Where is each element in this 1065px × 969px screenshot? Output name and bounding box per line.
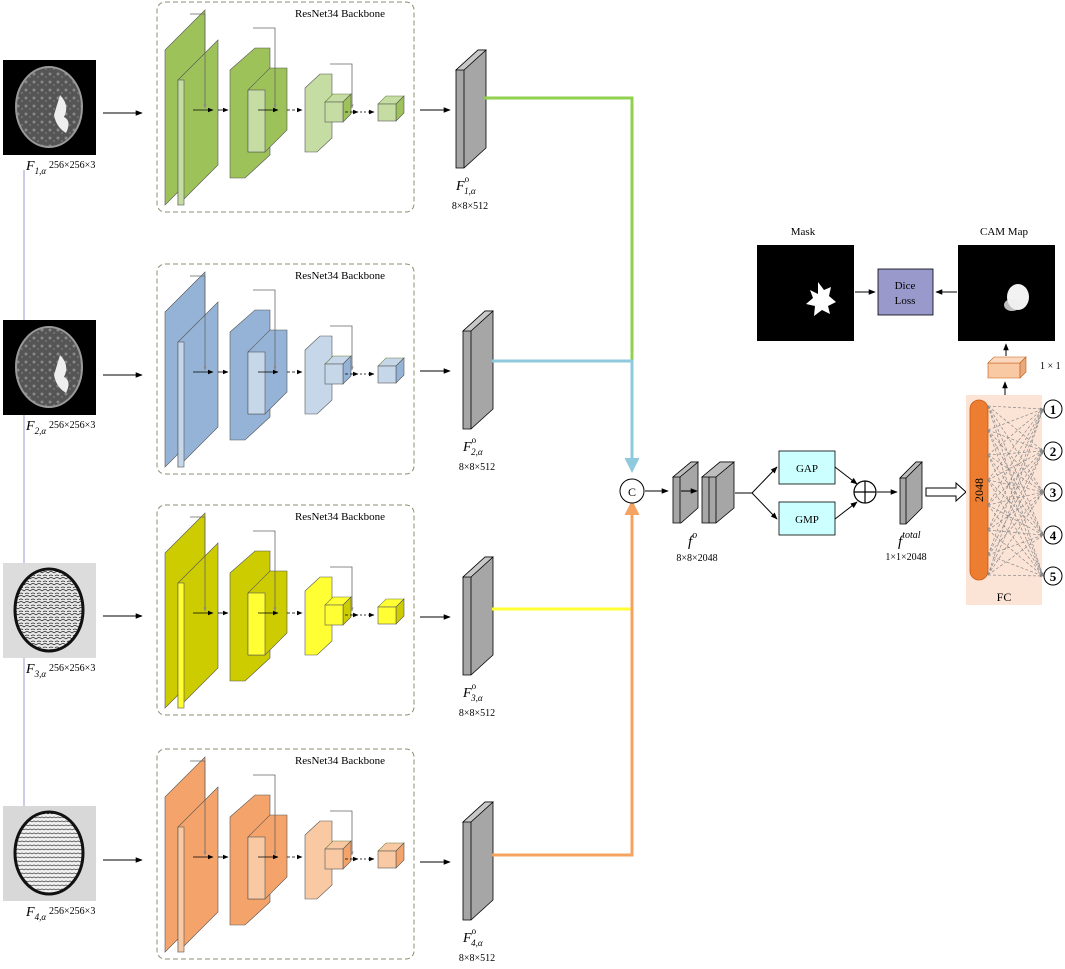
fc-output-label-2: 2 bbox=[1050, 444, 1057, 459]
fc-output-node-5 bbox=[1043, 566, 1063, 586]
total-feature-map bbox=[899, 461, 923, 525]
concat-label: C bbox=[628, 485, 636, 499]
fc-output-label-4: 4 bbox=[1050, 528, 1057, 543]
cam-cube bbox=[987, 356, 1027, 379]
fc-output-label-3: 3 bbox=[1050, 485, 1057, 500]
dice-label-1: Dice bbox=[895, 280, 916, 292]
gmp-label: GMP bbox=[795, 514, 819, 526]
feature-dims-1: 8×8×512 bbox=[452, 201, 488, 212]
branch-2-line bbox=[492, 359, 640, 473]
total-symbol: ftotal bbox=[898, 530, 921, 550]
fc-input-arrow bbox=[925, 481, 967, 503]
fc-neuron-bar bbox=[969, 399, 989, 581]
fc-output-node-4 bbox=[1043, 525, 1063, 545]
fc-neurons-label: 2048 bbox=[972, 478, 986, 502]
cam-size-label: 1 × 1 bbox=[1040, 361, 1061, 372]
concat-node bbox=[619, 478, 645, 504]
fc-connections bbox=[987, 405, 1044, 578]
feature-dims-4: 8×8×512 bbox=[459, 953, 495, 964]
feature-dims-2: 8×8×512 bbox=[459, 462, 495, 473]
stage3-cube-3 bbox=[324, 596, 352, 626]
stage4-cube-2 bbox=[377, 357, 405, 384]
stage3-block-4 bbox=[304, 820, 333, 900]
backbone-title-4: ResNet34 Backbone bbox=[295, 755, 385, 767]
stage3-cube-1 bbox=[324, 93, 352, 123]
mask-image bbox=[757, 245, 854, 341]
fused-dims: 8×8×2048 bbox=[676, 553, 717, 564]
dice-label-2: Loss bbox=[895, 295, 916, 307]
branch-4-line bbox=[492, 500, 640, 857]
mask-shape bbox=[806, 282, 836, 316]
fc-output-label-1: 1 bbox=[1050, 402, 1057, 417]
dice-loss-box bbox=[877, 268, 934, 316]
backbone-title-1: ResNet34 Backbone bbox=[295, 8, 385, 20]
mask-title: Mask bbox=[791, 226, 816, 238]
stage3-block-3 bbox=[304, 576, 333, 656]
fused-symbol: fo bbox=[688, 530, 697, 550]
stage3-cube-4 bbox=[324, 840, 352, 870]
stage3-cube-2 bbox=[324, 355, 352, 385]
fc-output-node-2 bbox=[1043, 441, 1063, 461]
cam-image bbox=[958, 245, 1055, 341]
stage4-cube-1 bbox=[377, 95, 405, 122]
gap-label: GAP bbox=[796, 463, 818, 475]
stage3-block-2 bbox=[304, 335, 333, 415]
feature-dims-3: 8×8×512 bbox=[459, 708, 495, 719]
fc-output-label-5: 5 bbox=[1050, 569, 1057, 584]
fused-feature-maps bbox=[671, 461, 736, 524]
backbone-title-3: ResNet34 Backbone bbox=[295, 511, 385, 523]
backbone-box-1 bbox=[156, 1, 415, 213]
stage3-block-1 bbox=[304, 73, 333, 153]
backbone-box-3 bbox=[156, 504, 415, 716]
fc-label: FC bbox=[997, 590, 1012, 604]
stage4-cube-4 bbox=[377, 842, 405, 869]
fc-output-node-3 bbox=[1043, 482, 1063, 502]
backbone-box-4 bbox=[156, 748, 415, 960]
fc-output-node-1 bbox=[1043, 399, 1063, 419]
total-dims: 1×1×2048 bbox=[885, 552, 926, 563]
branch-1-line bbox=[484, 96, 634, 470]
backbone-box-2 bbox=[156, 263, 415, 475]
stage4-cube-3 bbox=[377, 598, 405, 625]
cam-title: CAM Map bbox=[980, 226, 1028, 238]
backbone-title-2: ResNet34 Backbone bbox=[295, 270, 385, 282]
